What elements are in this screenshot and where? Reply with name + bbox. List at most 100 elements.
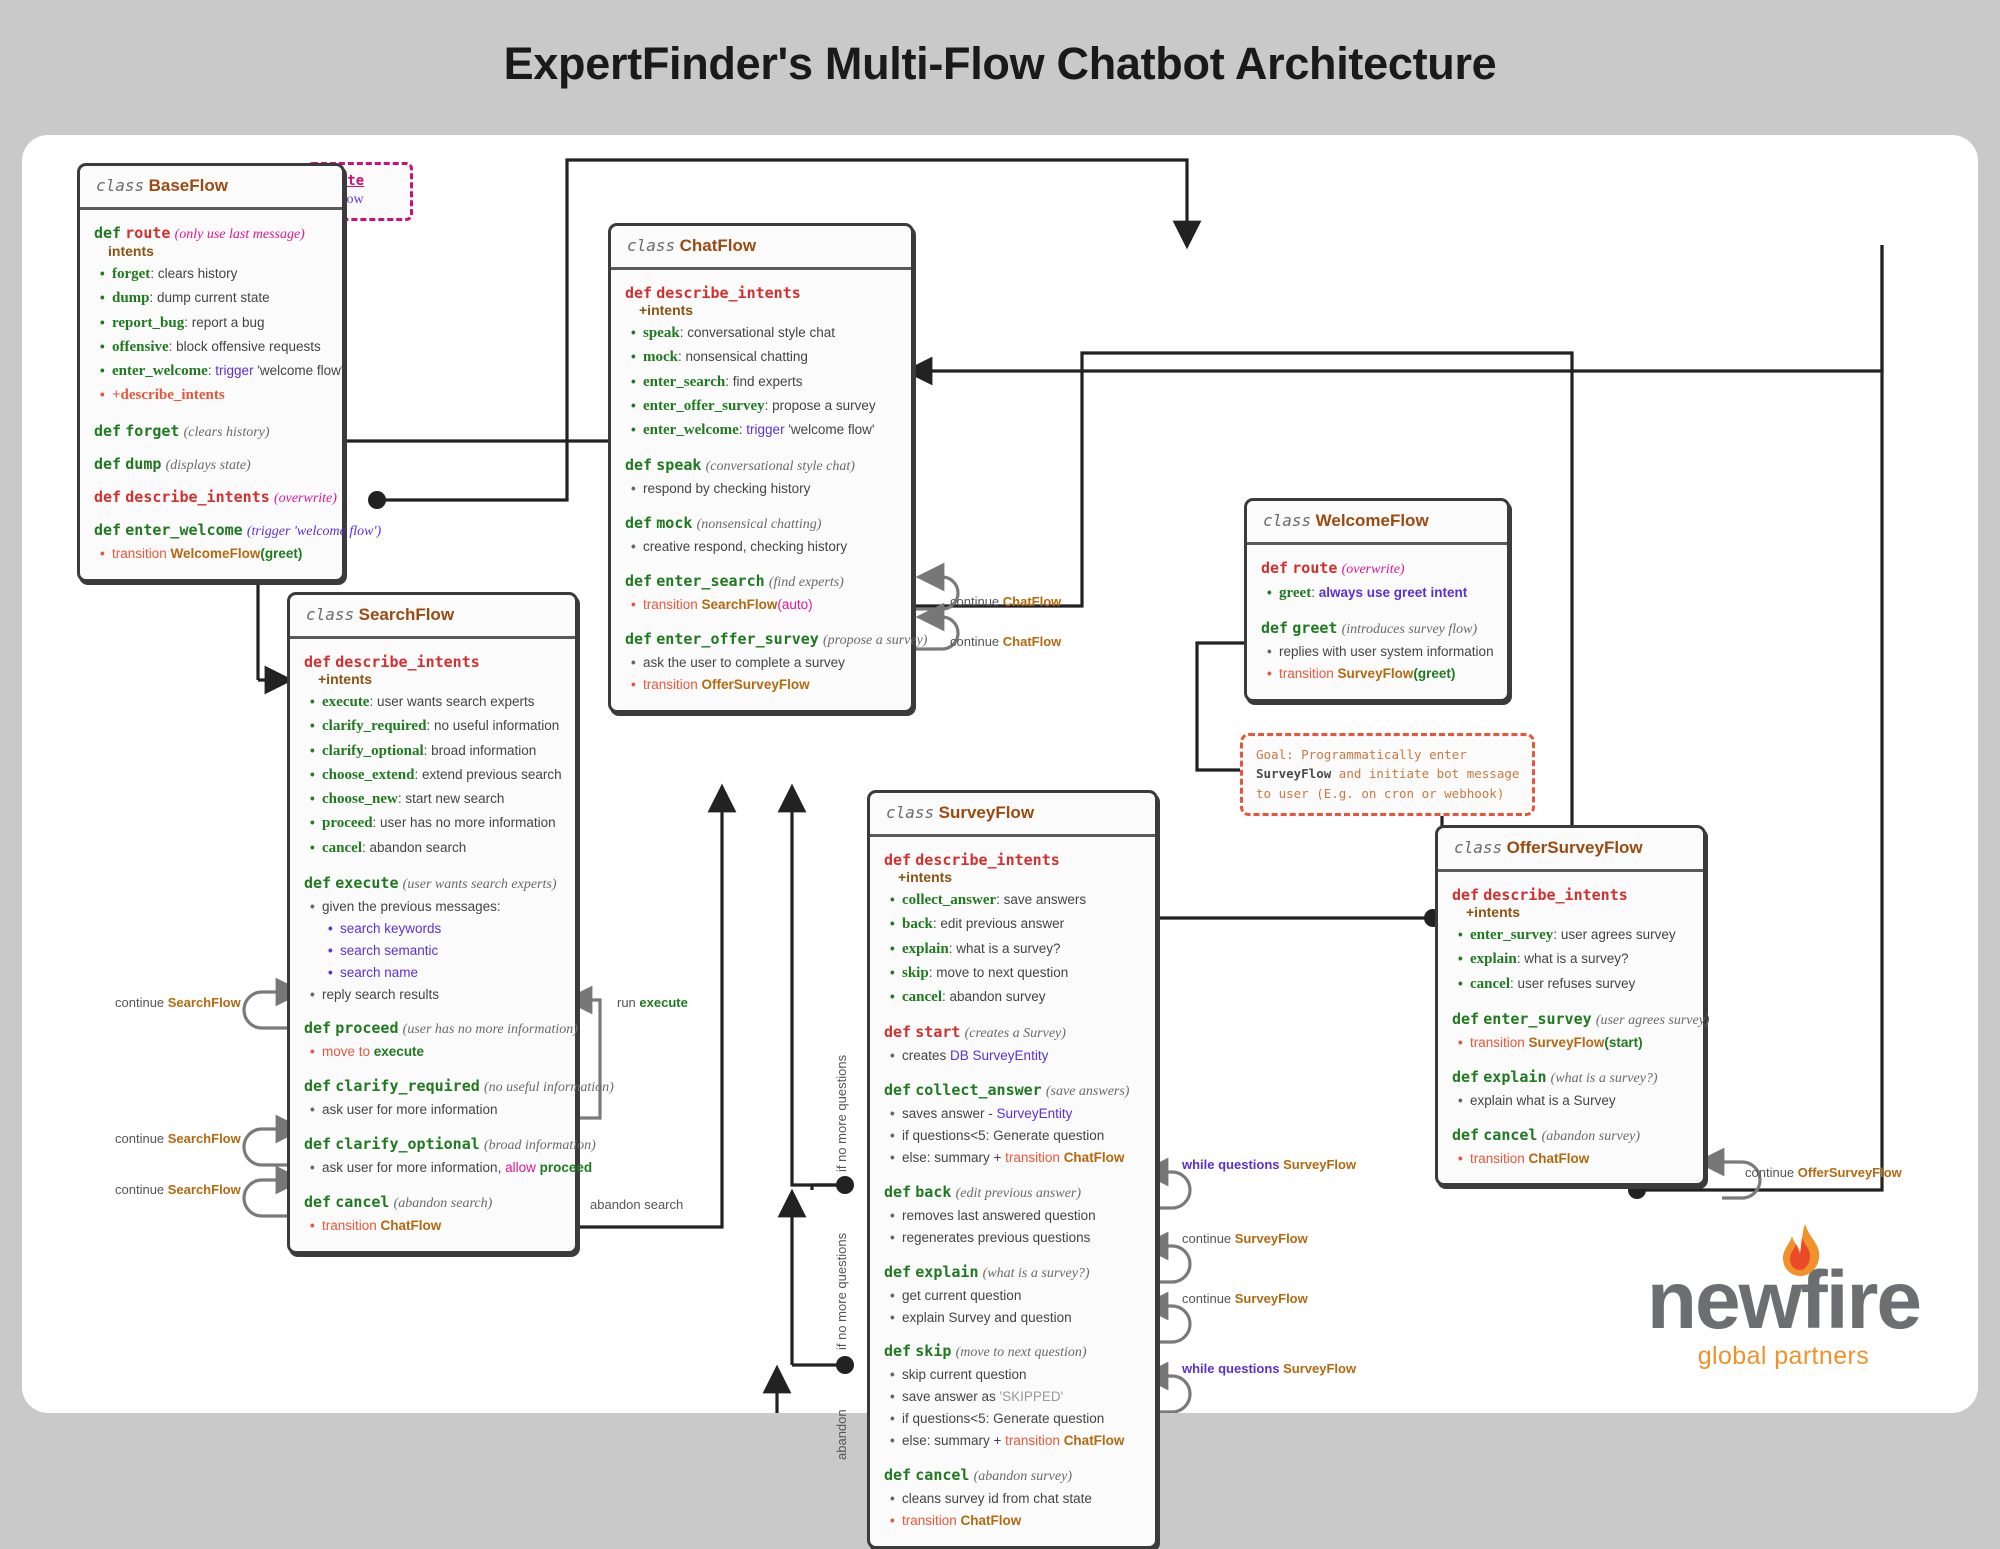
class-box-chatflow[interactable]: class ChatFlow def describe_intents +int… xyxy=(608,223,927,713)
def-describe-intents[interactable]: def describe_intents +intents collect_an… xyxy=(884,851,1141,1009)
intent-item[interactable]: explain: what is a survey? xyxy=(1470,947,1689,971)
class-name-baseflow: BaseFlow xyxy=(148,176,228,195)
intent-item[interactable]: forget: clears history xyxy=(112,262,328,286)
def-note: (only use last message) xyxy=(174,227,305,242)
def-keyword: def xyxy=(1452,886,1480,904)
intent-item[interactable]: enter_search: find experts xyxy=(643,370,897,394)
transition-item[interactable]: transition ChatFlow xyxy=(322,1215,561,1237)
def-forget[interactable]: def forget (clears history) xyxy=(94,422,328,441)
def-explain[interactable]: def explain (what is a survey?) explain … xyxy=(1452,1068,1689,1112)
edge-label-run-execute: run execute xyxy=(617,995,688,1010)
class-box-baseflow[interactable]: class BaseFlow def route (only use last … xyxy=(77,163,381,582)
def-route[interactable]: def route (overwrite) greet: always use … xyxy=(1261,559,1493,605)
transition-item[interactable]: transition SurveyFlow(greet) xyxy=(1279,663,1493,685)
class-header-chatflow: class ChatFlow xyxy=(611,226,911,270)
intents-label: intents xyxy=(108,243,154,259)
intent-item[interactable]: collect_answer: save answers xyxy=(902,888,1141,912)
intent-item[interactable]: enter_welcome: trigger 'welcome flow' xyxy=(112,359,344,383)
def-describe-intents[interactable]: def describe_intents (overwrite) xyxy=(94,488,337,507)
def-enter-survey[interactable]: def enter_survey (user agrees survey) tr… xyxy=(1452,1010,1710,1054)
edge-label-continue-searchflow-2: continue SearchFlow xyxy=(115,1131,241,1146)
def-keyword: def xyxy=(625,284,653,302)
intent-item[interactable]: report_bug: report a bug xyxy=(112,311,328,335)
def-enter-offer-survey[interactable]: def enter_offer_survey (propose a survey… xyxy=(625,630,927,696)
intent-item[interactable]: clarify_optional: broad information xyxy=(322,739,561,763)
transition-item[interactable]: transition OfferSurveyFlow xyxy=(643,674,897,696)
goal-note-line3: to user (E.g. on cron or webhook) xyxy=(1256,785,1505,801)
bullet-item: move to execute xyxy=(322,1041,561,1063)
intent-item[interactable]: clarify_required: no useful information xyxy=(322,714,561,738)
intent-item[interactable]: cancel: user refuses survey xyxy=(1470,972,1689,996)
intent-item[interactable]: mock: nonsensical chatting xyxy=(643,345,897,369)
intent-item[interactable]: cancel: abandon survey xyxy=(902,985,1141,1009)
class-box-offersurveyflow[interactable]: class OfferSurveyFlow def describe_inten… xyxy=(1435,825,1710,1187)
def-describe-intents[interactable]: def describe_intents +intents enter_surv… xyxy=(1452,886,1689,996)
def-cancel[interactable]: def cancel (abandon survey) transition C… xyxy=(1452,1126,1689,1170)
bullet-item: get current question xyxy=(902,1285,1141,1307)
intents-label: +intents xyxy=(898,869,953,885)
bullet-item: reply search results xyxy=(322,984,561,1006)
edge-label-continue-searchflow-1: continue SearchFlow xyxy=(115,995,241,1010)
intent-item[interactable]: speak: conversational style chat xyxy=(643,321,897,345)
bullet-item: search name xyxy=(340,962,561,984)
def-explain[interactable]: def explain (what is a survey?) get curr… xyxy=(884,1263,1141,1329)
class-box-welcomeflow[interactable]: class WelcomeFlow def route (overwrite) … xyxy=(1244,498,1510,703)
intent-item[interactable]: execute: user wants search experts xyxy=(322,690,561,714)
intent-item[interactable]: +describe_intents xyxy=(112,383,328,407)
intent-item[interactable]: enter_welcome: trigger 'welcome flow' xyxy=(643,418,897,442)
intent-item[interactable]: enter_survey: user agrees survey xyxy=(1470,923,1689,947)
def-back[interactable]: def back (edit previous answer) removes … xyxy=(884,1183,1141,1249)
intent-item[interactable]: offensive: block offensive requests xyxy=(112,335,328,359)
transition-item[interactable]: transition SurveyFlow(start) xyxy=(1470,1032,1689,1054)
intent-item[interactable]: back: edit previous answer xyxy=(902,912,1141,936)
def-enter-welcome[interactable]: def enter_welcome (trigger 'welcome flow… xyxy=(94,521,381,565)
def-name: describe_intents xyxy=(1483,886,1628,904)
intent-item[interactable]: greet: always use greet intent xyxy=(1279,581,1493,605)
intent-item[interactable]: enter_offer_survey: propose a survey xyxy=(643,394,897,418)
def-describe-intents[interactable]: def describe_intents +intents speak: con… xyxy=(625,284,897,442)
def-clarify-optional[interactable]: def clarify_optional (broad information)… xyxy=(304,1135,596,1179)
def-route[interactable]: def route (only use last message) intent… xyxy=(94,224,344,408)
transition-item[interactable]: transition ChatFlow xyxy=(1470,1148,1689,1170)
def-name: dump xyxy=(125,454,162,473)
def-mock[interactable]: def mock (nonsensical chatting) creative… xyxy=(625,514,897,558)
def-cancel[interactable]: def cancel (abandon search) transition C… xyxy=(304,1193,561,1237)
def-execute[interactable]: def execute (user wants search experts) … xyxy=(304,874,561,1005)
intent-item[interactable]: dump: dump current state xyxy=(112,286,328,310)
transition-item[interactable]: transition SearchFlow(auto) xyxy=(643,594,897,616)
def-name: enter_offer_survey xyxy=(656,630,819,649)
bullet-item: creates DB SurveyEntity xyxy=(902,1045,1141,1067)
def-skip[interactable]: def skip (move to next question) skip cu… xyxy=(884,1342,1141,1451)
bullet-item: if questions<5: Generate question xyxy=(902,1408,1141,1430)
def-collect-answer[interactable]: def collect_answer (save answers) saves … xyxy=(884,1081,1141,1169)
intent-item[interactable]: choose_extend: extend previous search xyxy=(322,763,562,787)
def-name: clarify_optional xyxy=(335,1135,480,1154)
def-note: (abandon search) xyxy=(393,1195,493,1211)
def-start[interactable]: def start (creates a Survey) creates DB … xyxy=(884,1023,1141,1067)
def-dump[interactable]: def dump (displays state) xyxy=(94,455,328,474)
transition-item[interactable]: transition ChatFlow xyxy=(902,1510,1141,1532)
def-cancel[interactable]: def cancel (abandon survey) cleans surve… xyxy=(884,1466,1141,1532)
def-clarify-required[interactable]: def clarify_required (no useful informat… xyxy=(304,1077,614,1121)
intent-item[interactable]: choose_new: start new search xyxy=(322,787,561,811)
intent-item[interactable]: skip: move to next question xyxy=(902,961,1141,985)
bullet-item: ask user for more information, allow pro… xyxy=(322,1157,592,1179)
def-greet[interactable]: def greet (introduces survey flow) repli… xyxy=(1261,619,1494,685)
class-box-searchflow[interactable]: class SearchFlow def describe_intents +i… xyxy=(287,592,614,1254)
def-keyword: def xyxy=(884,1342,912,1361)
def-enter-search[interactable]: def enter_search (find experts) transiti… xyxy=(625,572,897,616)
intent-item[interactable]: proceed: user has no more information xyxy=(322,811,561,835)
def-speak[interactable]: def speak (conversational style chat) re… xyxy=(625,456,897,500)
def-note: (user agrees survey) xyxy=(1595,1012,1710,1028)
intent-item[interactable]: cancel: abandon search xyxy=(322,836,561,860)
def-proceed[interactable]: def proceed (user has no more informatio… xyxy=(304,1019,578,1063)
def-name: execute xyxy=(335,874,399,893)
def-describe-intents[interactable]: def describe_intents +intents execute: u… xyxy=(304,653,562,860)
def-note: (save answers) xyxy=(1045,1084,1130,1100)
def-name: explain xyxy=(915,1262,979,1281)
edge-label-while-questions-1: while questions SurveyFlow xyxy=(1182,1157,1357,1172)
transition-item[interactable]: transition WelcomeFlow(greet) xyxy=(112,543,328,565)
intent-item[interactable]: explain: what is a survey? xyxy=(902,937,1141,961)
edge-label-continue-surveyflow-2: continue SurveyFlow xyxy=(1182,1291,1308,1306)
class-name-welcomeflow: WelcomeFlow xyxy=(1315,511,1429,530)
